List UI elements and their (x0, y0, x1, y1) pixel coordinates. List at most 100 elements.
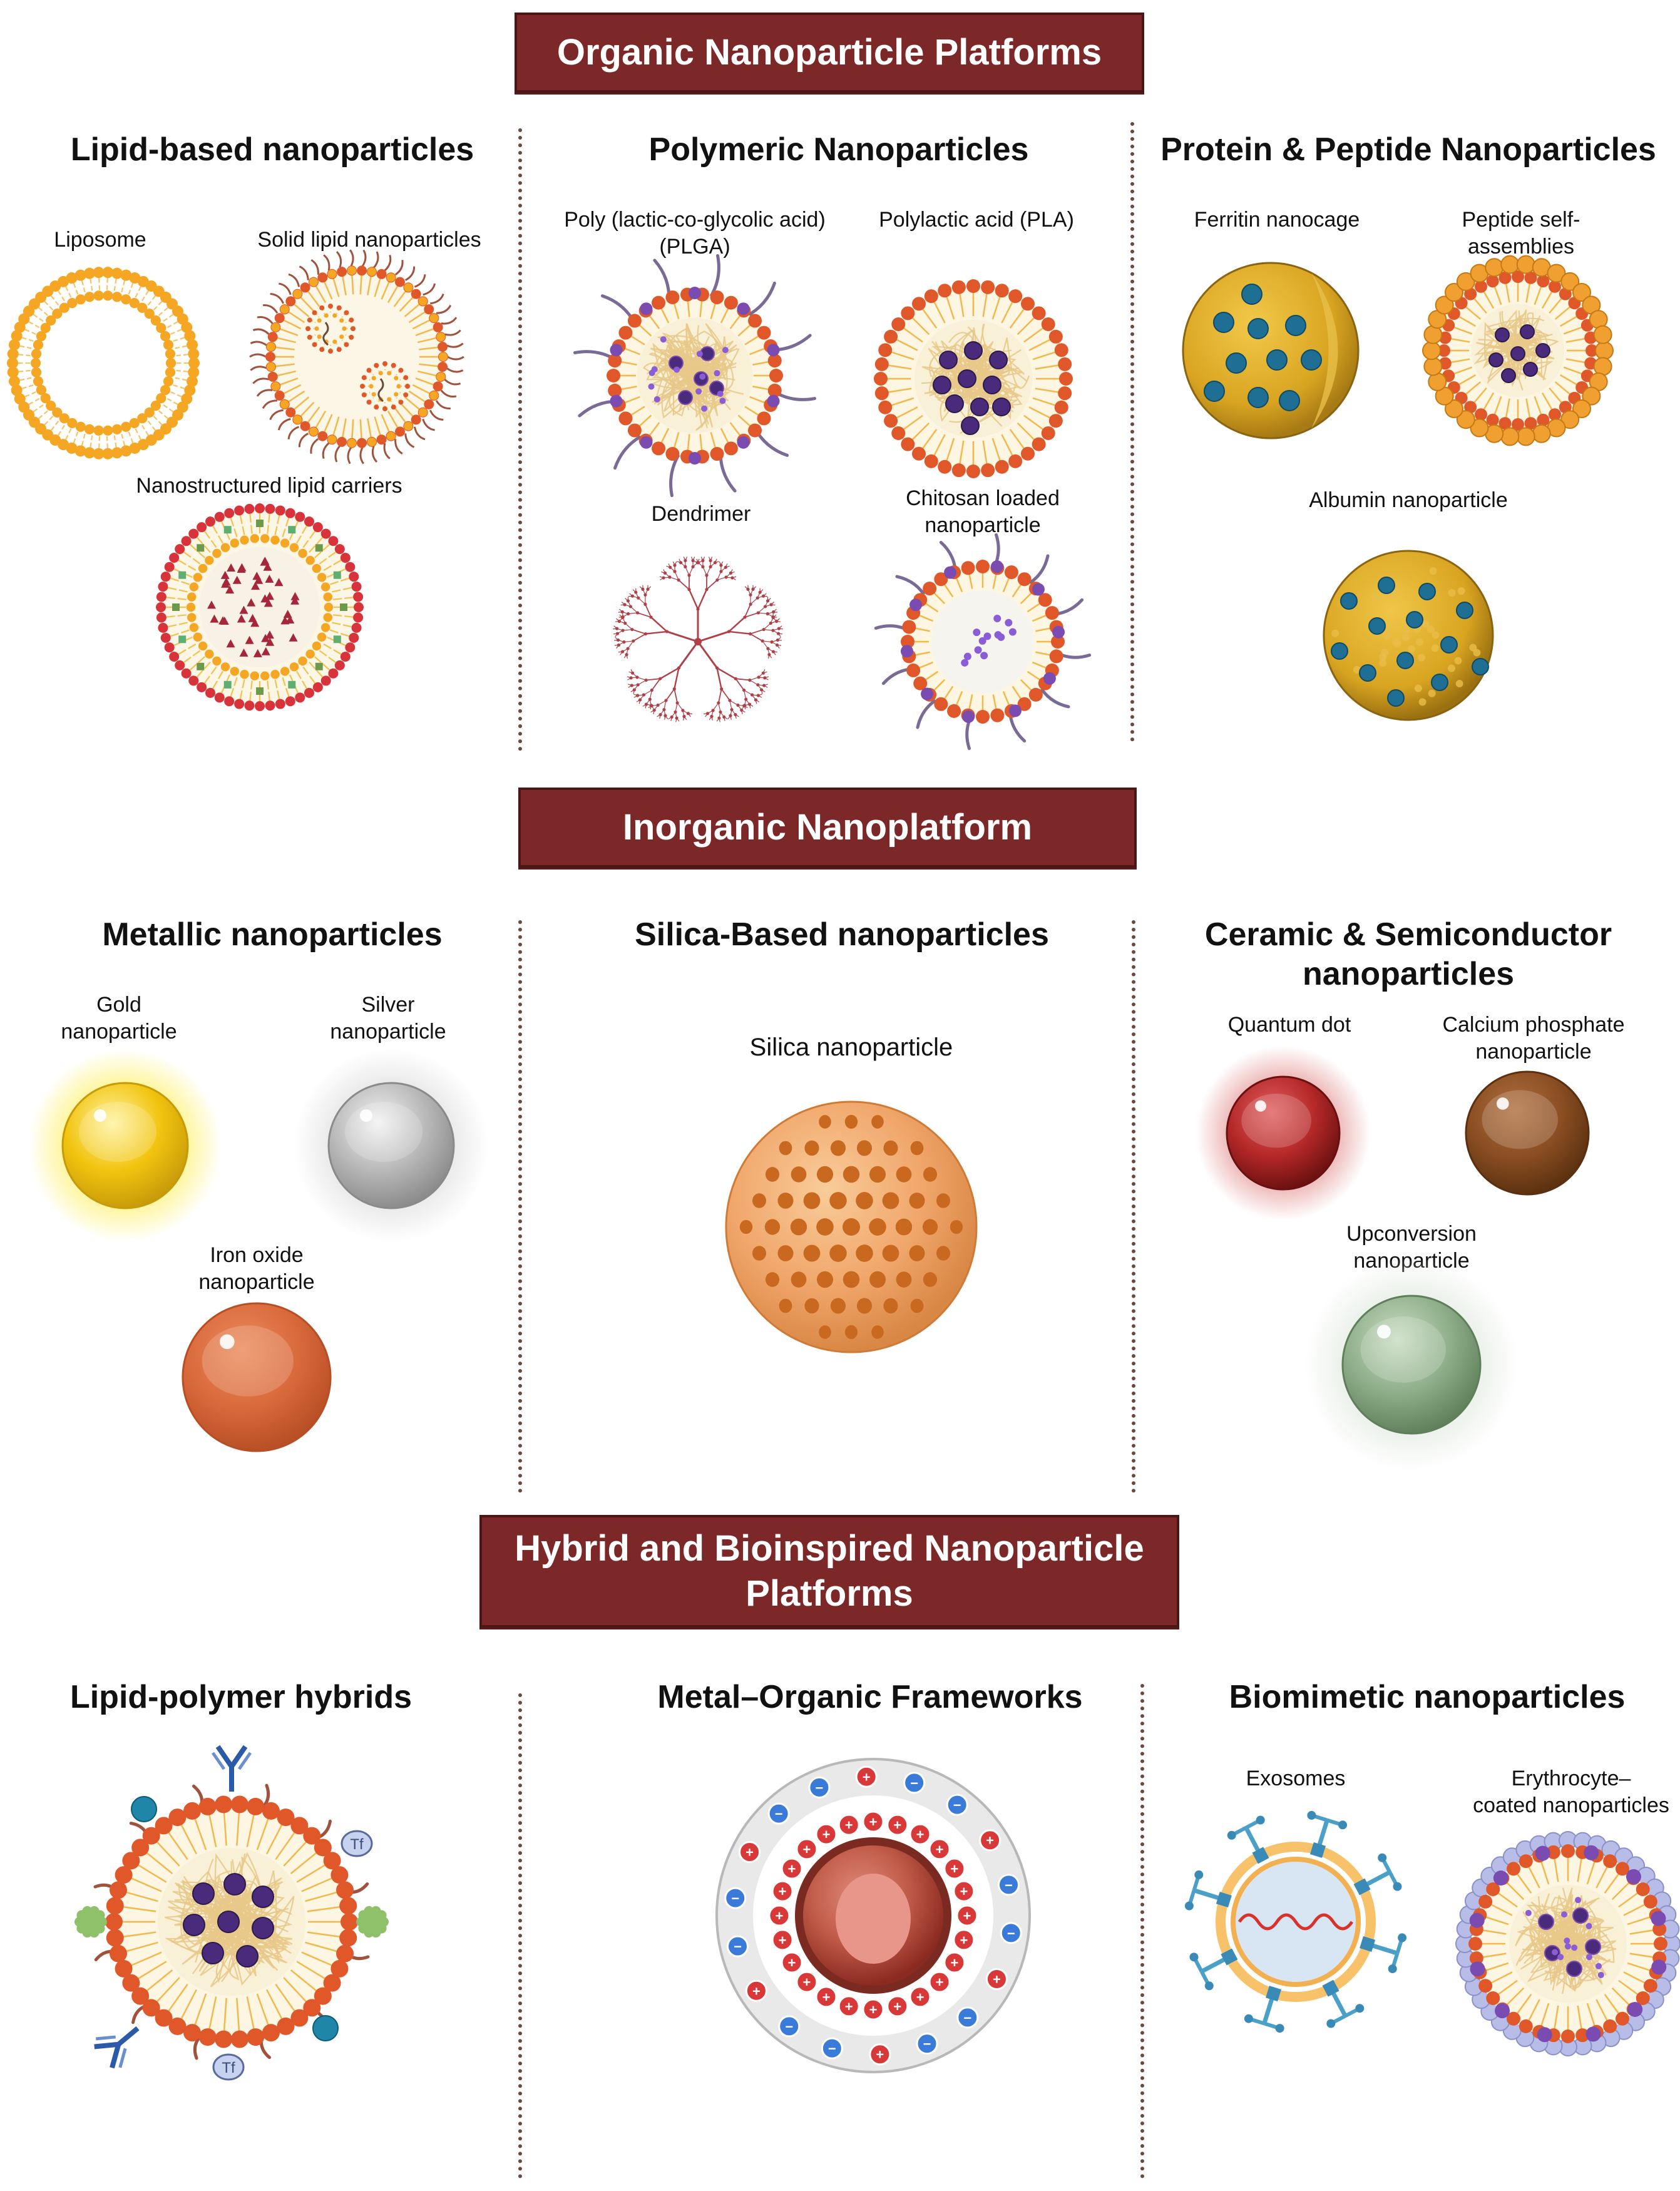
positive-charge: + (956, 1904, 978, 1927)
branch (633, 695, 638, 698)
lipid-head (966, 464, 980, 478)
texture (1454, 657, 1462, 665)
svg-text:+: + (950, 1861, 958, 1877)
svg-text:+: + (822, 1827, 831, 1842)
antibody (211, 1745, 252, 1792)
cargo (223, 526, 232, 534)
peptide-unit (1572, 399, 1591, 418)
branch (718, 689, 722, 703)
lipid-head (627, 314, 642, 328)
lipid-head (1032, 306, 1046, 321)
lipid-head (1008, 454, 1023, 468)
svg-text:−: − (731, 1891, 739, 1906)
sphere (1226, 1075, 1341, 1191)
divider (1140, 1684, 1144, 2178)
lipid-head (1615, 2011, 1629, 2026)
svg-text:+: + (986, 1833, 994, 1849)
lipid-head (314, 326, 319, 331)
lipid-head (404, 421, 413, 431)
hybrid-banner: Hybrid and Bioinspired Nanoparticle Plat… (479, 1515, 1179, 1628)
branch (613, 625, 618, 629)
branch (636, 699, 640, 702)
pore (765, 1272, 780, 1287)
lipid-head (395, 277, 405, 287)
cargo (288, 526, 296, 534)
lipid-head (1041, 317, 1055, 332)
lipid-head (285, 407, 296, 418)
small-drug (997, 633, 1005, 641)
lipid-head (304, 516, 314, 527)
drug (236, 1945, 259, 1968)
branch (623, 654, 627, 659)
lipid-head (109, 1944, 127, 1963)
drug (992, 398, 1011, 416)
svg-text:+: + (745, 1845, 754, 1860)
small-drug (648, 383, 655, 390)
pore (909, 1245, 925, 1261)
lipid-head (403, 375, 409, 381)
ferritin-illustration (1182, 262, 1360, 439)
svg-text:+: + (752, 1983, 761, 1999)
lipid-head (184, 384, 196, 396)
plga-illustration (573, 254, 817, 498)
drug-crystal (290, 596, 300, 605)
surface-protein (1227, 1815, 1269, 1864)
lipid-head (1512, 418, 1524, 431)
lipid-head (11, 384, 23, 396)
lipid-head (314, 1987, 332, 2005)
peptide-ligand (356, 1906, 389, 1938)
branch (761, 689, 766, 692)
lipid-head (84, 292, 95, 302)
exosomes-label: Exosomes (1246, 1767, 1346, 1790)
branch (744, 705, 748, 709)
pore (950, 1219, 963, 1234)
lipid-head (66, 442, 78, 454)
cargo (836, 1874, 911, 1964)
drug (970, 398, 989, 416)
surface-drug (1627, 2001, 1643, 2017)
lipid-head (66, 272, 78, 284)
pore (803, 1244, 821, 1262)
surface-drug (689, 452, 701, 464)
peg-chain (444, 378, 461, 386)
gold-np-illustration (28, 1049, 222, 1243)
surface-drug (1584, 1845, 1599, 1860)
lipid-head (230, 538, 240, 548)
branch (633, 694, 638, 696)
lipid-head (181, 536, 192, 546)
drug (1566, 1961, 1582, 1977)
lipid-head (109, 1881, 127, 1899)
lipid-head (214, 692, 225, 703)
positive-charge: + (862, 1998, 884, 2021)
pore (830, 1298, 846, 1314)
lipid-head (103, 290, 113, 301)
branch (627, 677, 632, 680)
iron-core (1204, 381, 1225, 402)
drug-crystal (261, 647, 270, 655)
lipid-head (386, 273, 396, 282)
lipid-head (1041, 426, 1055, 440)
drug-crystal (265, 592, 274, 600)
peg-chain (299, 265, 309, 280)
branch (616, 618, 620, 622)
branch (690, 557, 694, 561)
lipid-head (344, 342, 349, 347)
peg-chain (349, 249, 354, 267)
positive-charge: + (909, 1823, 931, 1845)
drug (1535, 343, 1550, 358)
surface-drug (737, 436, 750, 449)
lipid-head (156, 393, 166, 404)
lipid-bilayer (360, 361, 410, 411)
lipid-head (1059, 372, 1073, 386)
lipid-head (309, 277, 318, 287)
branch (764, 684, 768, 686)
branch (724, 716, 728, 720)
peptide-unit (1547, 264, 1566, 283)
branch (692, 557, 695, 561)
lipid-head (230, 1795, 248, 1814)
drug-crystal (280, 616, 290, 625)
lipid-head (160, 632, 171, 643)
drug (183, 1914, 205, 1936)
lipid-head (312, 641, 322, 651)
peg-chain (413, 426, 426, 441)
